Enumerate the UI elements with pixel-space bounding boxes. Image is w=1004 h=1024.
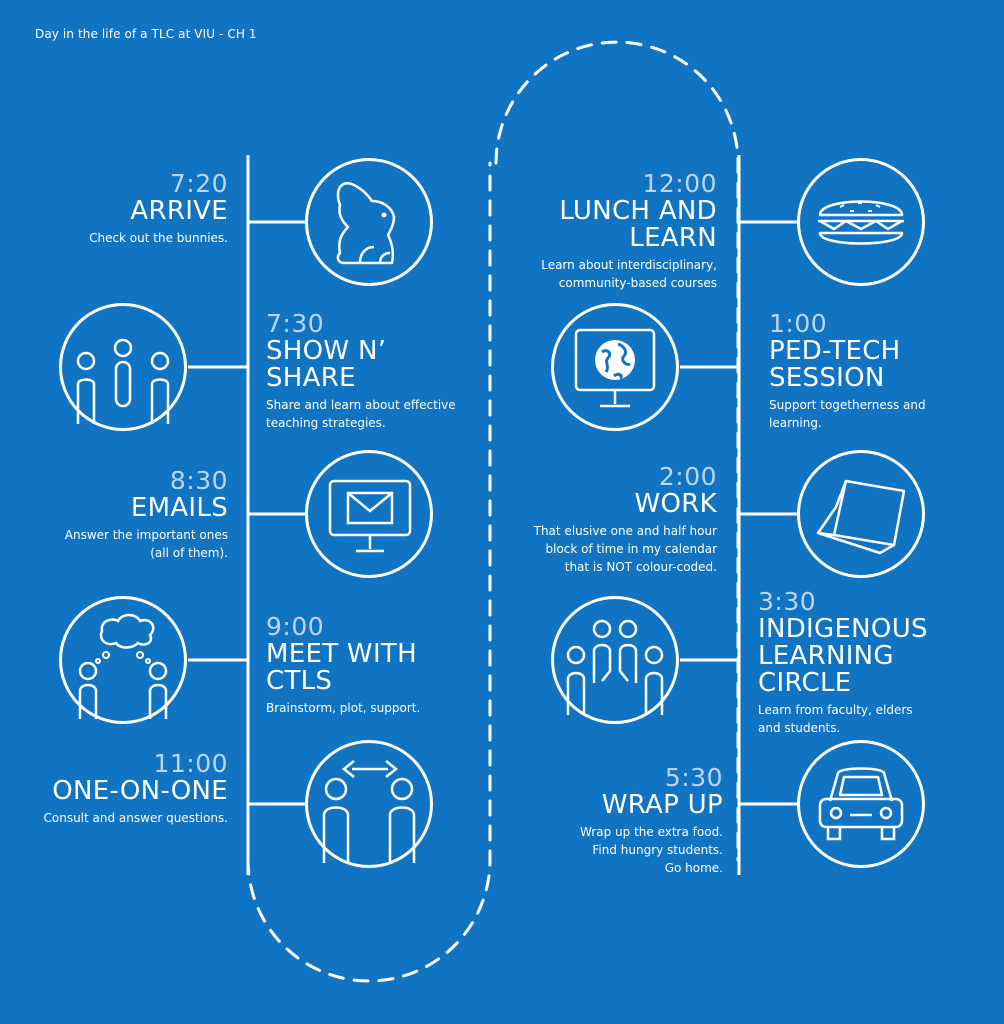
entry-time: 7:20 — [169, 169, 228, 198]
entry-time: 3:30 — [758, 587, 817, 616]
entry-lunch-and-learn: 12:00 LUNCH AND LEARN Learn about interd… — [487, 170, 717, 292]
entry-title: INDIGENOUS LEARNING CIRCLE — [758, 614, 928, 698]
laptop-icon — [797, 450, 925, 578]
circle-of-people-icon — [551, 596, 679, 724]
entry-description: Answer the important ones (all of them). — [64, 528, 228, 560]
two-people-arrow-icon — [305, 740, 433, 868]
entry-time: 12:00 — [642, 169, 717, 198]
thinking-people-icon — [59, 596, 187, 724]
email-monitor-icon — [305, 450, 433, 578]
entry-description: Support togetherness and learning. — [769, 398, 926, 430]
rabbit-icon — [305, 158, 433, 286]
entry-title: SHOW N’ SHARE — [266, 336, 387, 393]
entry-time: 1:00 — [769, 309, 828, 338]
entry-description: Consult and answer questions. — [43, 811, 229, 825]
entry-time: 7:30 — [266, 309, 325, 338]
entry-ped-tech-session: 1:00 PED-TECH SESSION Support togetherne… — [769, 310, 994, 432]
entry-title: WORK — [634, 489, 717, 519]
entry-description: Share and learn about effective teaching… — [266, 398, 456, 430]
entry-title: WRAP UP — [601, 790, 723, 820]
entry-arrive: 7:20 ARRIVE Check out the bunnies. — [8, 170, 228, 247]
entry-title: PED-TECH SESSION — [769, 336, 901, 393]
car-icon — [797, 740, 925, 868]
sandwich-icon — [797, 158, 925, 286]
page-title: Day in the life of a TLC at VIU - CH 1 — [35, 27, 257, 41]
entry-title: MEET WITH CTLS — [266, 639, 417, 696]
entry-title: ONE-ON-ONE — [52, 776, 228, 806]
entry-description: Learn about interdisciplinary, community… — [541, 258, 717, 290]
entry-description: Check out the bunnies. — [89, 231, 228, 245]
entry-one-on-one: 11:00 ONE-ON-ONE Consult and answer ques… — [0, 749, 229, 827]
entry-meet-with-ctls: 9:00 MEET WITH CTLS Brainstorm, plot, su… — [266, 613, 491, 717]
entry-title: ARRIVE — [130, 196, 228, 226]
entry-time: 2:00 — [658, 462, 717, 491]
dashed-loop-connector — [246, 40, 740, 983]
entry-indigenous-learning-circle: 3:30 INDIGENOUS LEARNING CIRCLE Learn fr… — [758, 588, 998, 737]
globe-monitor-icon — [551, 303, 679, 431]
entry-work: 2:00 WORK That elusive one and half hour… — [487, 463, 717, 576]
people-group-icon — [59, 303, 187, 431]
entry-wrap-up: 5:30 WRAP UP Wrap up the extra food. Fin… — [483, 764, 723, 877]
entry-time: 8:30 — [169, 466, 228, 495]
entry-description: That elusive one and half hour block of … — [533, 524, 717, 574]
entry-description: Wrap up the extra food. Find hungry stud… — [579, 825, 723, 875]
entry-time: 5:30 — [664, 763, 723, 792]
entry-title: LUNCH AND LEARN — [559, 196, 717, 253]
entry-description: Learn from faculty, elders and students. — [758, 703, 913, 735]
entry-description: Brainstorm, plot, support. — [266, 701, 421, 715]
entry-show-n-share: 7:30 SHOW N’ SHARE Share and learn about… — [266, 310, 491, 432]
entry-emails: 8:30 EMAILS Answer the important ones (a… — [8, 467, 228, 562]
entry-title: EMAILS — [130, 493, 228, 523]
entry-time: 9:00 — [266, 612, 325, 641]
entry-time: 11:00 — [153, 749, 228, 778]
